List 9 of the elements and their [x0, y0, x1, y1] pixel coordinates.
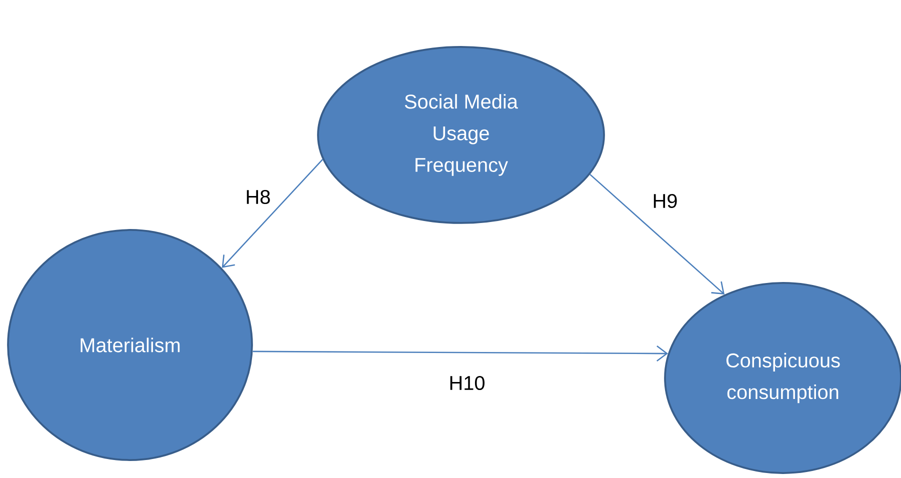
edge-label: H10 — [448, 374, 486, 392]
ellipse-node: Social Media Usage Frequency — [317, 46, 605, 224]
edge-label: H9 — [651, 192, 679, 210]
arrow — [252, 345, 668, 362]
arrow — [590, 174, 725, 294]
edge-label: H8 — [244, 188, 272, 206]
ellipse-node: Materialism — [7, 229, 253, 461]
ellipse-node: Conspicuous consumption — [664, 282, 901, 474]
arrow — [222, 158, 324, 268]
